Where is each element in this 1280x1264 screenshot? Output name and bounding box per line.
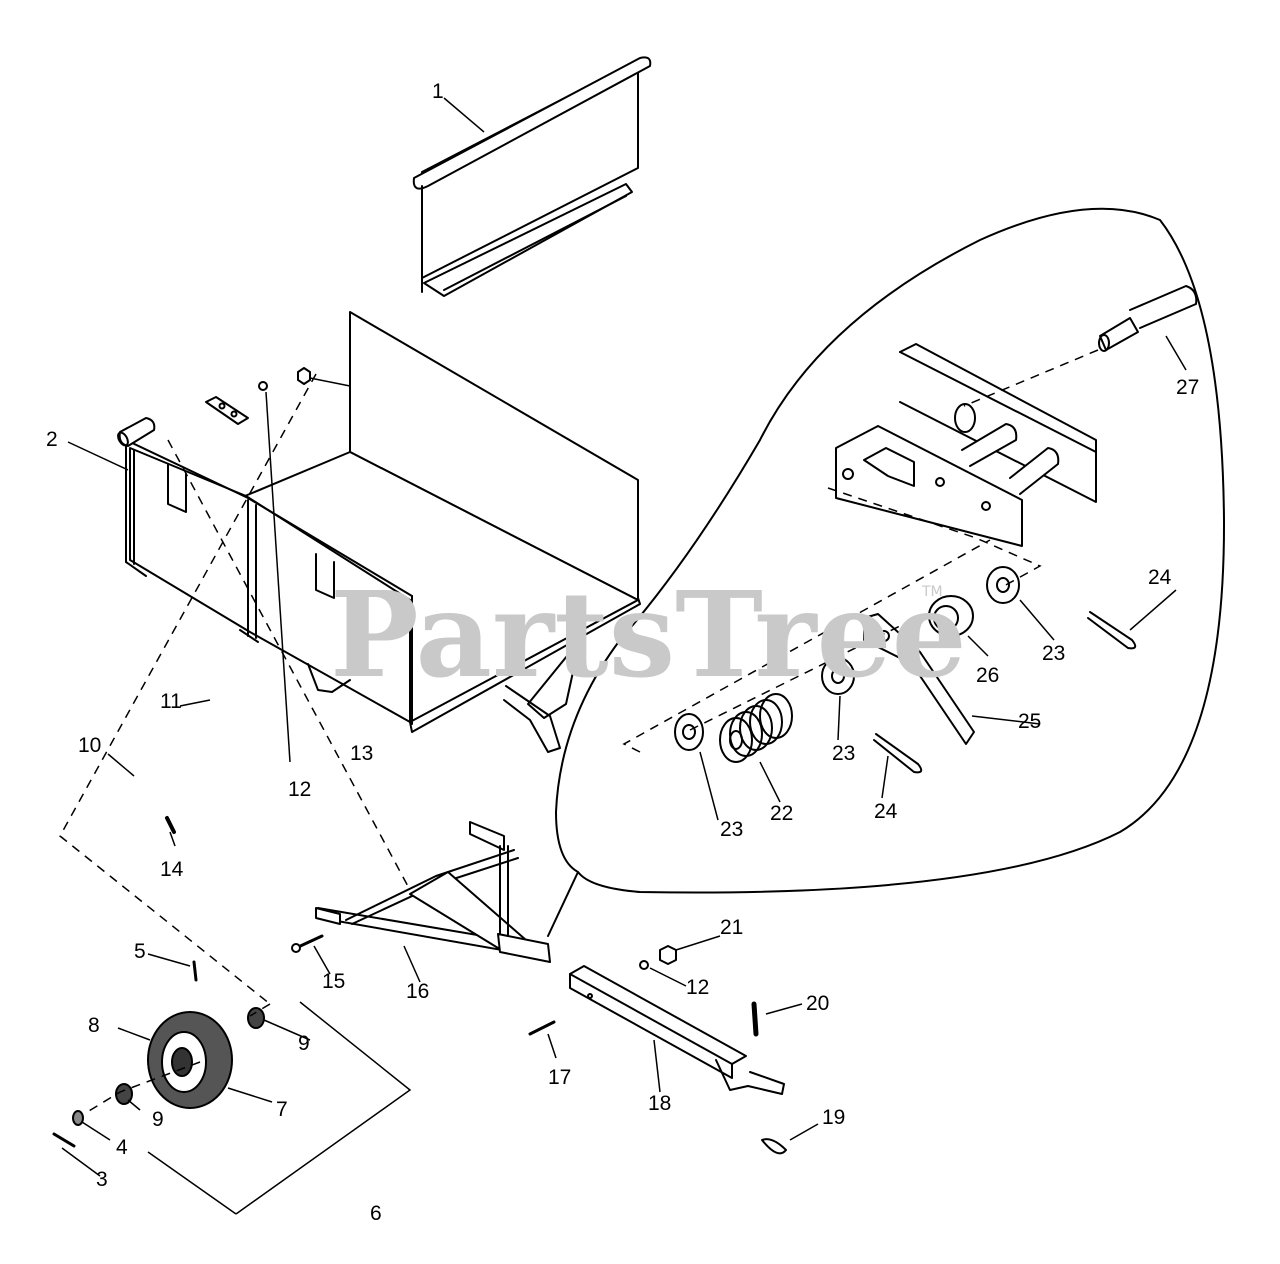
callout-labels: 1 2 3 4 5 6 7 8 9 9 10 11 12 12 13 14 15… [46, 80, 1199, 1225]
leader-lines [61, 97, 1187, 1215]
part-7-wheel [147, 1011, 233, 1109]
watermark-tm: TM [921, 584, 943, 600]
part-27-pin [1098, 285, 1198, 352]
callout-9-right: 9 [298, 1032, 310, 1055]
callout-20: 20 [806, 992, 829, 1015]
part-26-bushing [928, 595, 974, 637]
callout-8: 8 [88, 1014, 100, 1037]
callout-18: 18 [648, 1092, 671, 1115]
callout-14: 14 [160, 858, 184, 881]
part-20-pin [751, 1001, 759, 1037]
part-26-bore [933, 605, 959, 631]
callout-13: 13 [350, 742, 373, 765]
part-23-washer-c [674, 713, 704, 751]
part-4-washer [72, 1110, 84, 1126]
part-12-washer-a [258, 381, 268, 391]
callout-25: 25 [1018, 710, 1041, 733]
callout-9-left: 9 [152, 1108, 164, 1131]
callout-27: 27 [1176, 376, 1199, 399]
part-9-bearing-b [115, 1083, 133, 1105]
callout-23-top: 23 [1042, 642, 1065, 665]
callout-4: 4 [116, 1136, 128, 1159]
callout-16: 16 [406, 980, 429, 1003]
callout-7: 7 [276, 1098, 288, 1121]
alignment-lines [59, 349, 1099, 1115]
callout-6: 6 [370, 1202, 382, 1225]
part-24-cotter-a [1087, 611, 1137, 650]
part-12-washer-b [639, 960, 649, 970]
callout-12-upper: 12 [288, 778, 311, 801]
callout-10: 10 [78, 734, 101, 757]
part-3-cotter [52, 1132, 76, 1148]
part-21-nut [659, 945, 677, 965]
callout-21: 21 [720, 916, 743, 939]
part-19-clip [761, 1138, 787, 1155]
callout-23-mid: 23 [832, 742, 855, 765]
part-17-bolt [528, 1020, 556, 1036]
part-15-bolt-head [291, 943, 301, 953]
callout-11: 11 [160, 690, 182, 713]
callout-23-bottom: 23 [720, 818, 743, 841]
part-5-bolt [192, 960, 198, 982]
part-24-cotter-b [873, 733, 923, 774]
part-11-plate [205, 396, 249, 425]
part-13-nut [297, 367, 311, 385]
callout-19: 19 [822, 1106, 845, 1129]
callout-17: 17 [548, 1066, 571, 1089]
part-hitch-bracket [835, 343, 1097, 547]
part-18-tongue [569, 965, 785, 1095]
callout-22: 22 [770, 802, 793, 825]
part-14-pin [165, 816, 176, 834]
part-23-washer-b [821, 657, 855, 695]
callout-24-bottom: 24 [874, 800, 898, 823]
callout-1: 1 [432, 80, 444, 103]
part-cart-box [125, 311, 641, 753]
detail-balloon [547, 207, 1226, 937]
watermark: PartsTree [330, 565, 967, 704]
callout-26: 26 [976, 664, 999, 687]
part-9-bearing-a [247, 1007, 265, 1029]
part-25-arm [863, 613, 975, 745]
part-22-spring [719, 693, 793, 763]
part-16-frame [315, 821, 551, 963]
part-10-sleeve [117, 417, 156, 447]
part-tailgate [412, 56, 652, 297]
callout-12-lower: 12 [686, 976, 709, 999]
part-23-washer-a [986, 566, 1020, 604]
callout-24-top: 24 [1148, 566, 1172, 589]
callout-3: 3 [96, 1168, 108, 1191]
callout-5: 5 [134, 940, 146, 963]
callout-2: 2 [46, 428, 58, 451]
callout-15: 15 [322, 970, 345, 993]
